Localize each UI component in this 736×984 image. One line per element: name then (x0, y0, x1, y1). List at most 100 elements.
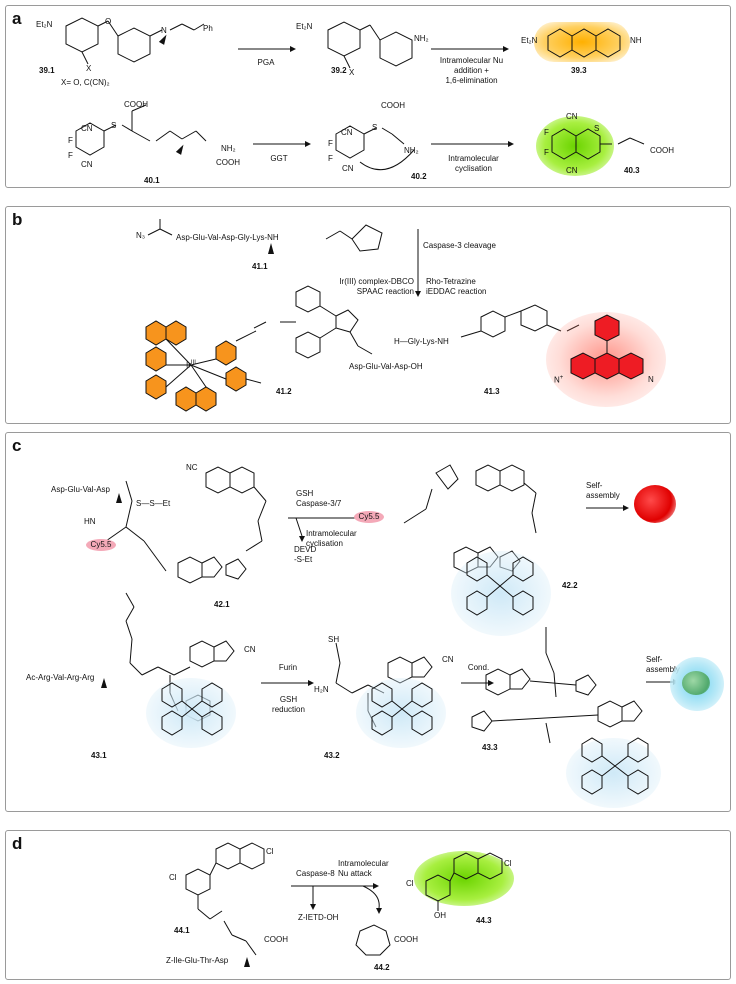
compound-id-41-2: 41.2 (276, 387, 292, 396)
label-line: Self- (586, 481, 603, 490)
tpe-glow-43-1 (146, 678, 236, 748)
tpe-glow-43-2 (356, 678, 446, 748)
reagent-gsh-caspase: GSH Caspase-3/7 (296, 489, 351, 509)
structure-44-2 (355, 924, 391, 956)
nh2-label: NH₂ (414, 34, 429, 43)
nh-label: N (161, 26, 167, 35)
label-line: assembly (586, 491, 620, 500)
iminium-n-label: N+ (554, 375, 563, 385)
structure-40-3 (551, 128, 645, 160)
cn-label-4: CN (342, 164, 354, 173)
disulfide-label: S—S—Et (136, 499, 171, 508)
panel-b: b N₃ Asp-Glu-Val-Asp-Gly-Lys-NH 41.1 Cas… (5, 206, 731, 424)
cooh-label-4: COOH (650, 146, 674, 155)
cy55-dye-badge-2: Cy5.5 (354, 511, 384, 523)
amine-n-label: N (648, 375, 654, 384)
reaction-arrow-elimination (431, 46, 509, 52)
tpe-43-3-bottom (581, 737, 649, 795)
cn-label-3: CN (341, 128, 353, 137)
s-label-3: S (594, 124, 600, 133)
structure-42-1 (105, 466, 267, 584)
reagent-cyclisation: Intramolecular cyclisation (426, 154, 521, 174)
cn-label-2: CN (81, 160, 93, 169)
byproduct-arrow-d2 (362, 885, 382, 914)
reagent-line: GSH (279, 695, 298, 704)
reagent-line: iEDDAC reaction (426, 287, 487, 296)
structure-39-2 (327, 21, 413, 69)
cy55-dye-badge-1: Cy5.5 (86, 539, 116, 551)
hydroxyl-label: OH (434, 911, 446, 920)
reaction-arrow-cyclisation (431, 141, 514, 147)
cn-label-6: CN (566, 166, 578, 175)
et2n-label-1: Et₂N (36, 20, 53, 29)
panel-label-c: c (12, 436, 22, 455)
panel-c: c Asp-Glu-Val-Asp S—S—Et NC HN Cy5.5 42.… (5, 432, 731, 812)
structure-44-1-linker (223, 920, 257, 956)
label-line: assembly (646, 665, 680, 674)
green-nanoparticle-cluster (682, 671, 710, 695)
cooh-label-1: COOH (124, 100, 148, 109)
reagent-ggt: GGT (270, 154, 288, 163)
azide-label: N₃ (136, 231, 146, 240)
iridium-symbol: Ir (186, 360, 191, 370)
reagent-line: addition + (454, 66, 489, 75)
reagent-line: Nu attack (338, 869, 372, 878)
peptide-41-1: Asp-Glu-Val-Asp-Gly-Lys-NH (176, 233, 279, 242)
amine-label: H₂N (314, 685, 329, 694)
tpe-43-3-top (466, 556, 534, 616)
label-self-assembly-2: Self- assembly (646, 655, 691, 675)
iridium-center: IrIII (186, 360, 196, 370)
structure-39-3 (547, 28, 621, 58)
chloro-label-3: Cl (406, 879, 414, 888)
chloro-label-4: Cl (504, 859, 512, 868)
compound-id-42-2: 42.2 (562, 581, 578, 590)
structure-41-2-dbco (253, 285, 373, 359)
cooh-label-d: COOH (264, 935, 288, 944)
panel-label-a: a (12, 9, 22, 28)
byproduct-devd: DEVD -S-Et (294, 545, 334, 565)
nc-label: NC (186, 463, 198, 472)
reagent-nu-attack: Intramolecular Nu attack (338, 859, 398, 879)
cleavage-arrow-4 (116, 493, 122, 503)
reagent-furin: Furin (278, 663, 298, 672)
reagent-line: Rho-Tetrazine (426, 277, 476, 286)
byproduct-arrow (295, 517, 305, 542)
et2n-label-3: Et₂N (521, 36, 538, 45)
nh-label-c: HN (84, 517, 96, 526)
reaction-arrow-pga (238, 46, 296, 52)
byproduct-z-ietd: Z-IETD-OH (298, 913, 339, 922)
reagent-line: reduction (272, 705, 305, 714)
reagent-line: SPAAC reaction (356, 287, 414, 296)
peptide-44-1: Z-Ile-Glu-Thr-Asp (166, 956, 229, 965)
peptide-41-3: H—Gly-Lys-NH (394, 337, 449, 346)
chloro-label-1: Cl (169, 873, 177, 882)
structure-42-2 (403, 464, 537, 574)
peptide-41-2: Asp-Glu-Val-Asp-OH (349, 362, 423, 371)
reagent-elimination: Intramolecular Nu addition + 1,6-elimina… (424, 56, 519, 86)
compound-id-39-1: 39.1 (39, 66, 55, 75)
reagent-line: cyclisation (455, 164, 492, 173)
reagent-intramolecular: Intramolecular cyclisation (306, 529, 381, 549)
compound-id-40-1: 40.1 (144, 176, 160, 185)
cn-label-1: CN (81, 124, 93, 133)
et2n-label-2: Et₂N (296, 22, 313, 31)
cleavage-arrow-3 (268, 243, 274, 254)
f-label-5: F (544, 128, 549, 137)
nitrile-label-43-2: CN (442, 655, 454, 664)
byproduct-arrow-d1 (310, 886, 316, 910)
nh2-label-3: NH₂ (404, 146, 419, 155)
panel-a: a Et₂N X O Ph N 39.1 X= O, C(CN)₂ PGA Et… (5, 5, 731, 188)
reagent-spaac: Ir(III) complex-DBCO SPAAC reaction (324, 277, 414, 297)
compound-id-41-3: 41.3 (484, 387, 500, 396)
structure-41-2-iridium-complex (145, 320, 262, 412)
compound-id-43-1: 43.1 (91, 751, 107, 760)
peptide-42-1: Asp-Glu-Val-Asp (51, 485, 110, 494)
structure-41-1-linker (147, 219, 383, 252)
f-label-6: F (544, 148, 549, 157)
cn-label-5: CN (566, 112, 578, 121)
byproduct-line: DEVD (294, 545, 317, 554)
compound-id-41-1: 41.1 (252, 262, 268, 271)
reaction-arrow-furin (261, 680, 314, 686)
x-label-2: X (349, 68, 355, 77)
f-label-1: F (68, 136, 73, 145)
